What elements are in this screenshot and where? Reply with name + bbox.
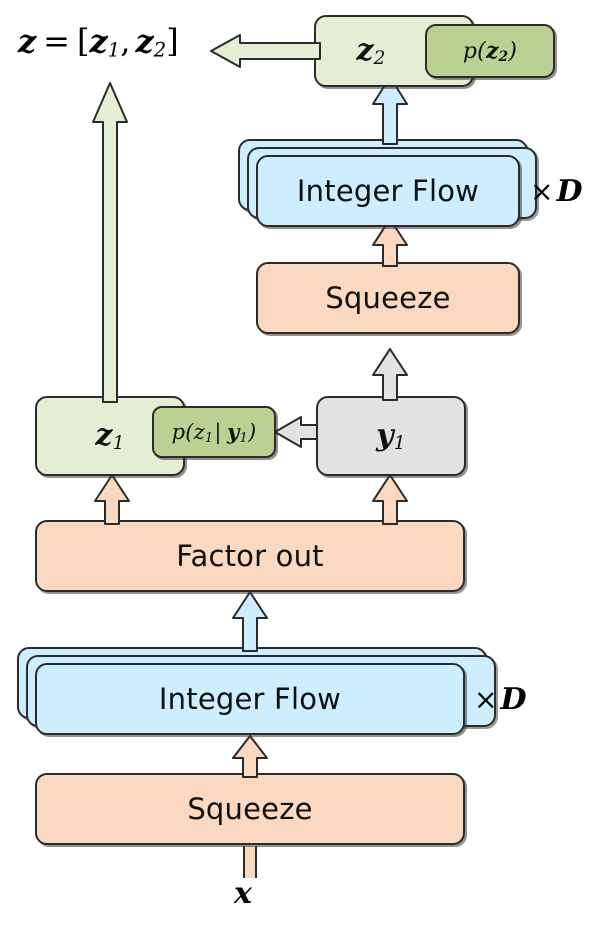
edge-squeeze-top-to-integer-flow-top (368, 218, 412, 267)
edge-z1-to-z-vector (86, 82, 134, 403)
node-y1[interactable]: y1 (316, 396, 466, 476)
node-p-z2-label: p(z2) (462, 37, 518, 65)
edge-factor-out-to-z1 (90, 474, 134, 525)
edge-squeeze-bottom-to-integer-flow (228, 735, 272, 778)
node-squeeze-bottom[interactable]: Squeeze (35, 773, 465, 845)
node-p-z1-given-y1-label: p(z1| y1) (171, 418, 257, 446)
repeat-label-bottom: ×D (474, 682, 527, 717)
node-factor-out-label: Factor out (176, 539, 324, 573)
edge-integer-flow-bottom-to-factor-out (228, 591, 272, 652)
node-squeeze-bottom-label: Squeeze (187, 792, 313, 826)
node-factor-out[interactable]: Factor out (35, 520, 465, 592)
node-z2-label: z2 (356, 32, 386, 70)
node-p-z1-given-y1[interactable]: p(z1| y1) (152, 406, 276, 458)
repeat-label-top: ×D (530, 174, 583, 209)
node-squeeze-top[interactable]: Squeeze (256, 262, 520, 334)
node-integer-flow-bottom-label: Integer Flow (158, 682, 342, 716)
input-x-label: x (234, 876, 252, 911)
edge-z2-to-z-vector (210, 30, 321, 72)
node-integer-flow-top[interactable]: Integer Flow (256, 155, 520, 227)
node-z1-label: z1 (95, 417, 125, 455)
edge-integer-flow-top-to-z2 (368, 76, 412, 145)
node-squeeze-top-label: Squeeze (325, 281, 451, 315)
edge-y1-to-squeeze-top (368, 348, 412, 401)
node-integer-flow-top-label: Integer Flow (296, 174, 480, 208)
edge-x-to-squeeze-bottom (240, 846, 260, 878)
edge-factor-out-to-y1 (368, 474, 412, 525)
node-y1-label: y1 (376, 417, 406, 455)
node-p-z2[interactable]: p(z2) (425, 24, 555, 78)
z-vector-label: z=[z1,z2] (18, 22, 179, 62)
node-integer-flow-bottom[interactable]: Integer Flow (35, 663, 465, 735)
